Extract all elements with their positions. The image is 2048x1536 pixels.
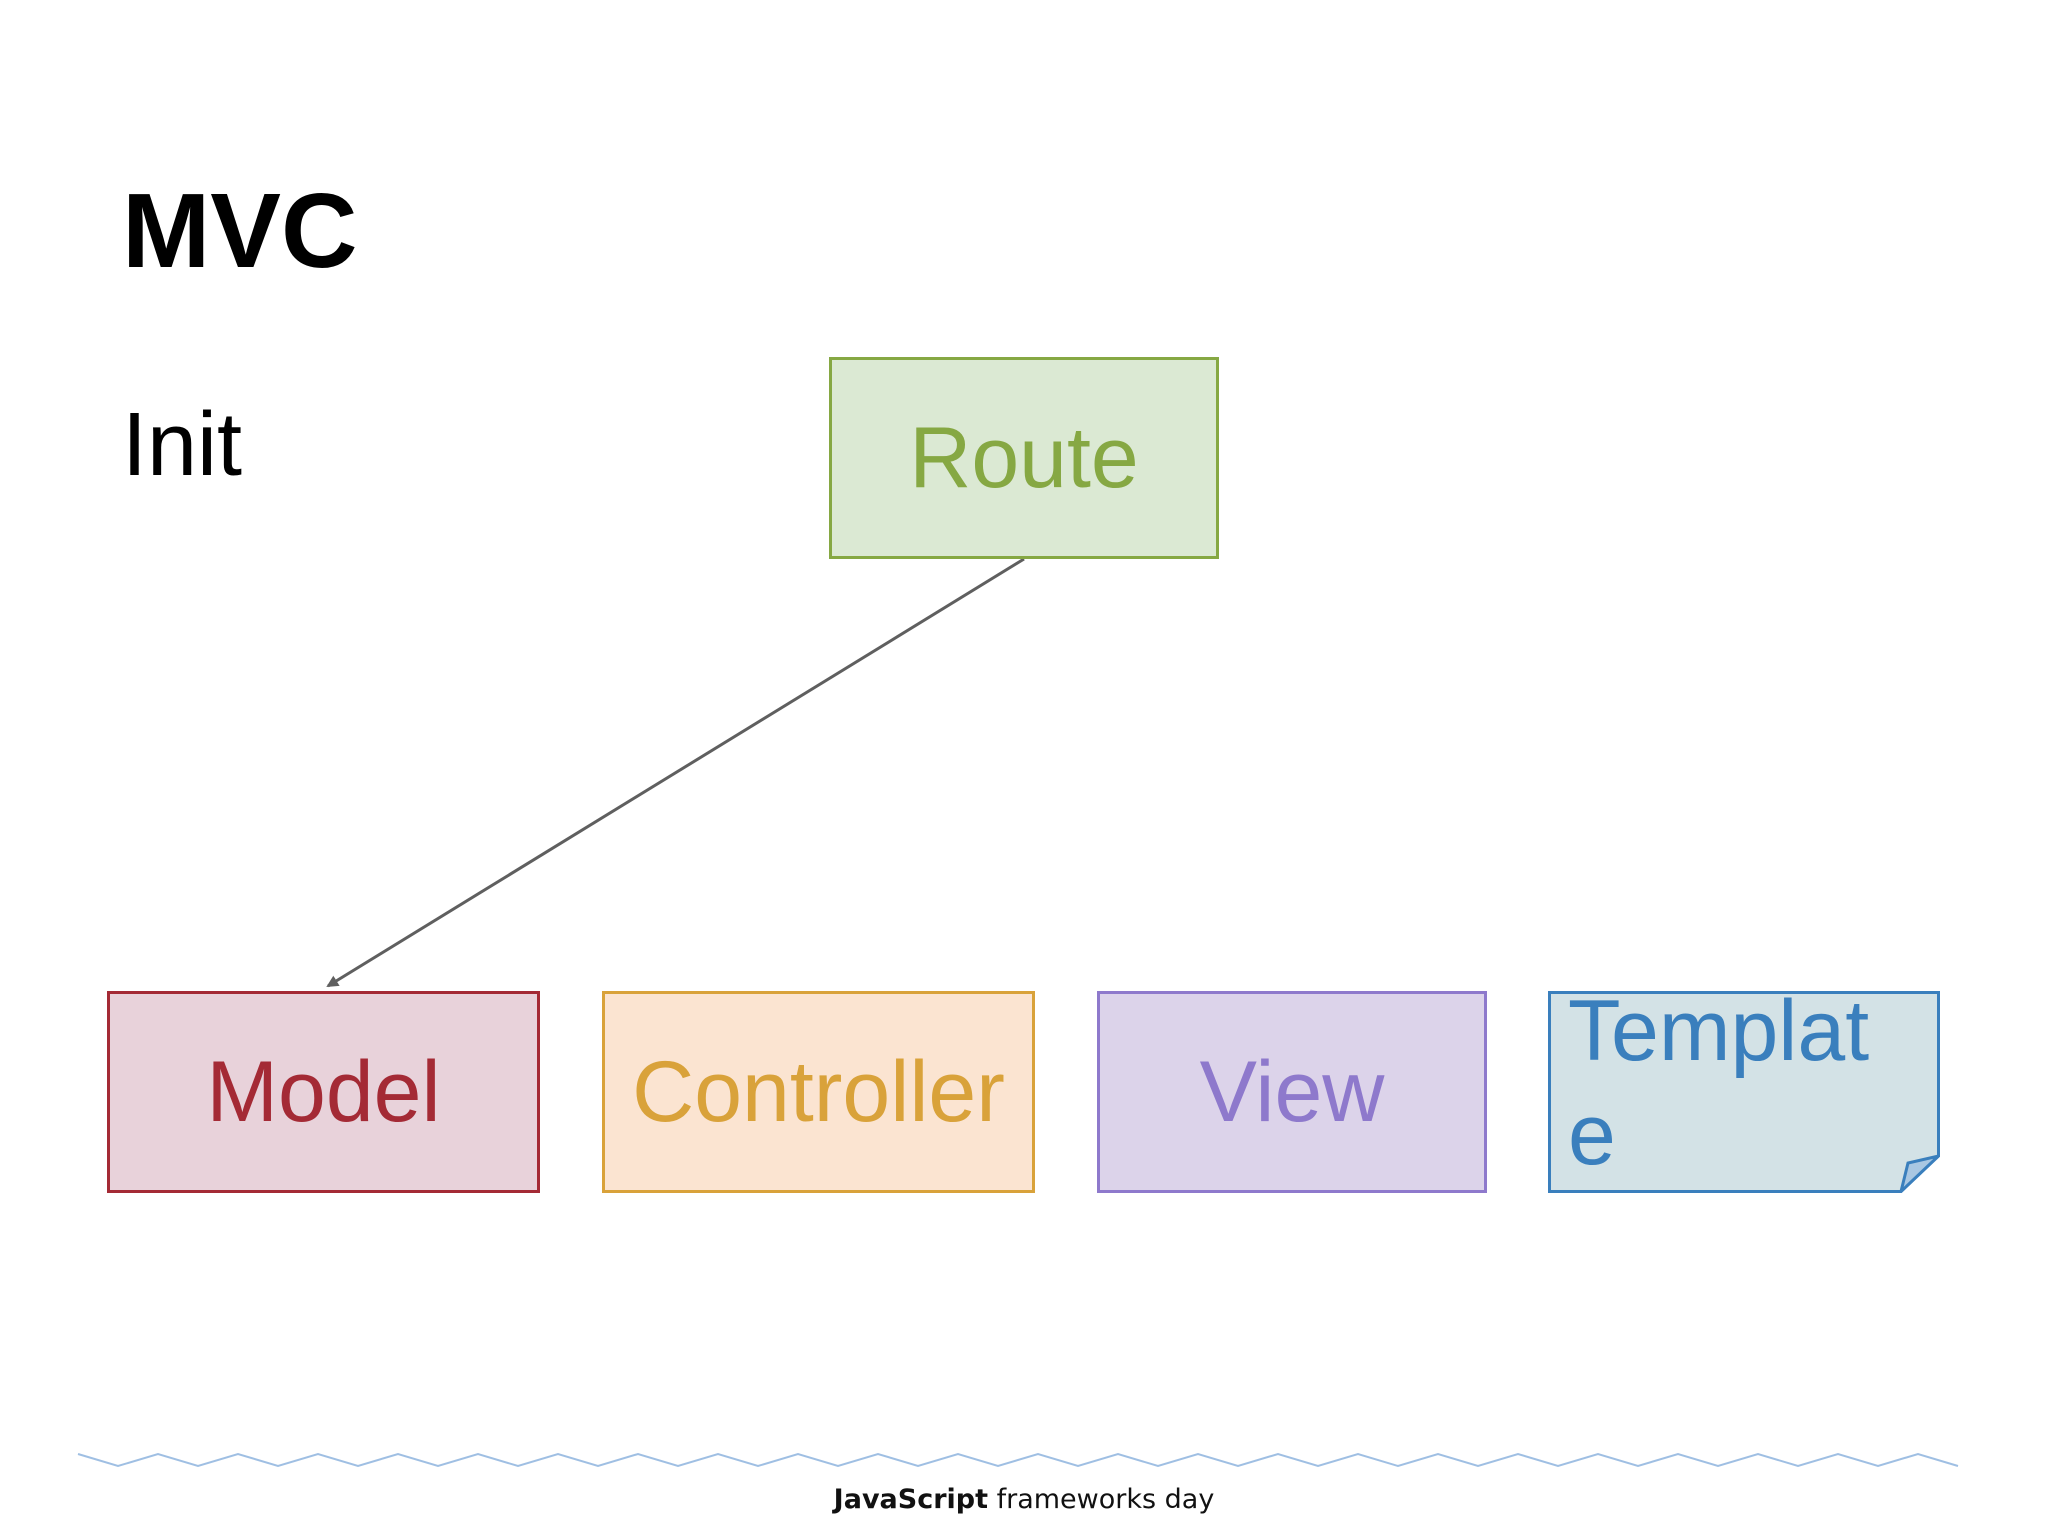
footer-brand-rest: frameworks day [988,1484,1215,1515]
node-template: Template [1548,983,1940,1193]
footer-brand: JavaScript frameworks day [0,1484,2048,1515]
node-route-label: Route [909,410,1139,506]
node-template-label: Template [1568,983,1870,1183]
note-shape-icon [1548,991,1940,1193]
edge-route-to-model [326,557,1025,988]
node-view-label: View [1199,1044,1385,1140]
node-model: Model [107,991,540,1193]
node-model-label: Model [206,1044,441,1140]
node-route: Route [829,357,1219,559]
node-controller: Controller [602,991,1035,1193]
node-view: View [1097,991,1487,1193]
footer-brand-bold: JavaScript [833,1484,989,1515]
node-controller-label: Controller [632,1044,1005,1140]
slide-title: MVC [122,172,358,290]
slide-subtitle: Init [122,395,243,495]
footer-wave-divider [77,1452,1959,1468]
